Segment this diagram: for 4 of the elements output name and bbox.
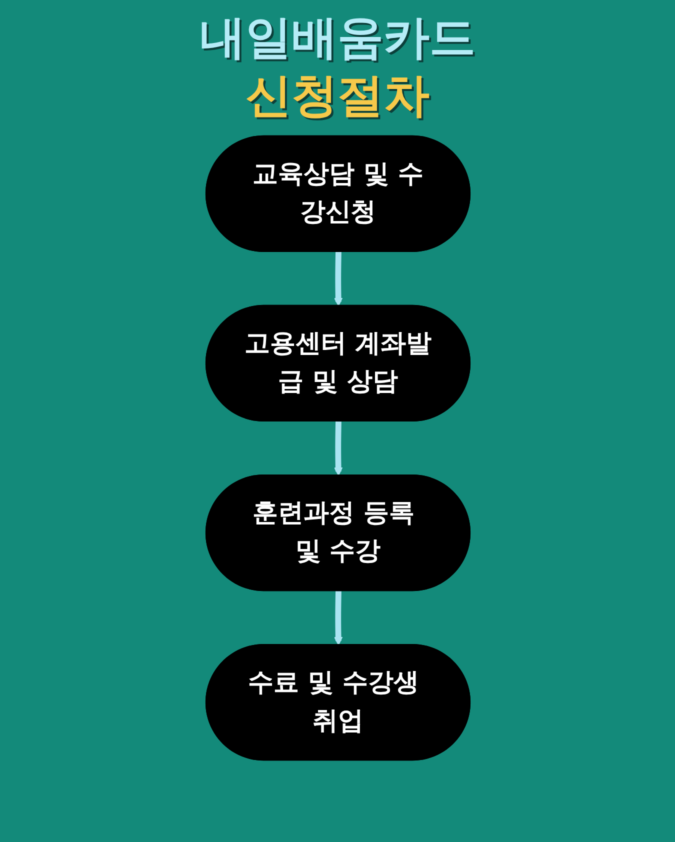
arrow — [334, 591, 342, 646]
arrow — [334, 422, 342, 476]
title: 내일배움카드 신청절차 — [200, 9, 476, 124]
arrow — [334, 252, 342, 306]
